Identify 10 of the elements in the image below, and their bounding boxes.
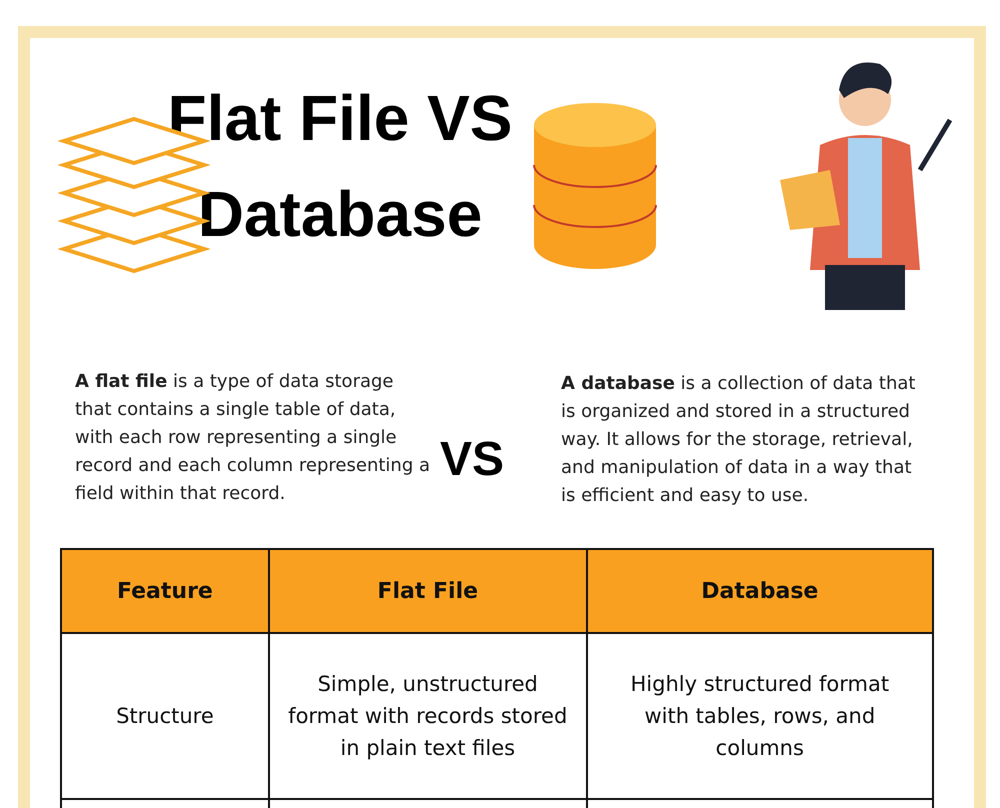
table-cell: Highly structured format with tables, rows, and columns (586, 633, 933, 799)
column-header: Feature (61, 549, 269, 633)
paragraph: A flat file is a type of data storage that contains a single table of data, with each row representing a single record and each column representing a field within that record. (75, 370, 432, 506)
table-cell: Structure (61, 633, 269, 799)
paragraph: A database is a collection of data that is organized and stored in a structured way. It allows for the storage, retrieval, and manipulation of data in a way that is efficient and easy to use. (561, 372, 916, 508)
vs-text: VS (440, 432, 504, 487)
title: Flat File VS Database (166, 81, 514, 252)
column-header: Database (586, 549, 933, 633)
column-header: Flat File (268, 549, 587, 633)
table-cell: Simple, unstructured format with records stored in plain text files (268, 633, 587, 799)
